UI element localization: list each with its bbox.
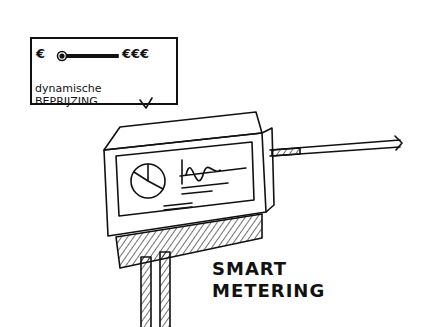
screen-bars (164, 183, 228, 210)
price-symbol: €€€ (122, 47, 174, 62)
slider-knob (58, 52, 67, 61)
price-symbol: € (36, 47, 56, 62)
cable-end (395, 136, 402, 150)
meter-screen (116, 142, 254, 216)
slider-track (67, 55, 118, 57)
meter-top (104, 112, 262, 150)
cable-down (141, 257, 151, 327)
title-label: SMART METERING (212, 258, 342, 301)
cable-hatch (272, 148, 300, 156)
pricing-box: €€€€dynamische BEPRIJZING (30, 37, 178, 105)
cable-down (160, 252, 170, 327)
pie-chart (131, 164, 165, 198)
pie-slices (134, 164, 163, 189)
meter-side (262, 128, 274, 212)
line-graph (180, 160, 246, 184)
cable-right (270, 140, 400, 156)
pricing-caption: dynamische BEPRIJZING (35, 83, 130, 108)
slider-knob-dot (60, 54, 64, 58)
tick-mark (140, 98, 152, 108)
